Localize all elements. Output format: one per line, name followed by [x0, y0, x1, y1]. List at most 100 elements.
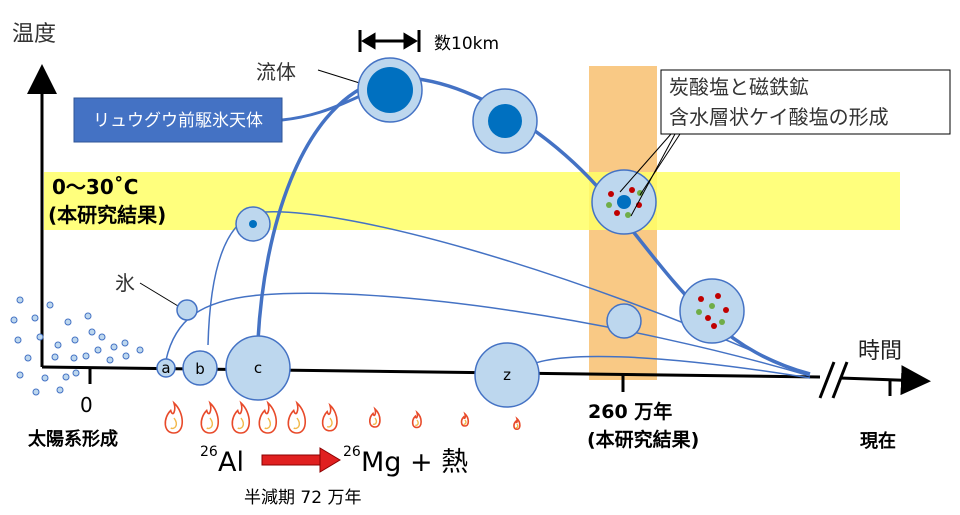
dust-particle [54, 341, 62, 349]
flame-icon [287, 400, 307, 434]
dust-particle [84, 312, 92, 320]
pointer-ice-line [139, 282, 179, 307]
body-b-heated [235, 206, 271, 242]
body-c: c [225, 335, 291, 401]
flame-inner-icon [515, 423, 519, 429]
dust-particle [41, 374, 49, 382]
final-body [679, 278, 745, 344]
flame-inner-icon [463, 419, 467, 425]
formation-box-line1: 炭酸塩と磁鉄鉱 [669, 75, 809, 99]
dust-particle [121, 339, 129, 347]
decay-arrow [261, 447, 341, 473]
x-tick-zero-caption: 太陽系形成 [28, 428, 118, 450]
parent-body-box [73, 97, 283, 143]
y-axis-label: 温度 [12, 22, 56, 47]
curve-b [207, 211, 811, 377]
flame-inner-icon [414, 419, 419, 426]
flame-icon [411, 409, 422, 429]
pointer-fluid [281, 94, 361, 122]
dust-particle [136, 346, 144, 354]
x-axis-label: 時間 [858, 339, 902, 364]
formation-pointers [619, 133, 681, 217]
dust-particle [16, 296, 24, 304]
dust-particle [31, 314, 39, 322]
pointer-fluid-line [317, 69, 367, 86]
x-axis-end [839, 365, 931, 396]
dust-particle [94, 346, 102, 354]
body-z: z [474, 342, 540, 408]
dust-particle [64, 318, 72, 326]
flame-icon [513, 416, 521, 431]
flame-icon [460, 411, 470, 427]
formation-box [660, 69, 951, 135]
flame-icon [321, 402, 338, 432]
dust-particle [71, 336, 79, 344]
dust-particles [10, 296, 144, 396]
axis-break-mark [818, 361, 836, 399]
scale-label: 数10km [434, 34, 499, 54]
body-z-label: z [503, 366, 511, 384]
dust-particle [62, 373, 70, 381]
dust-particle [32, 388, 40, 396]
flame-icon [369, 406, 381, 428]
dust-particle [122, 352, 130, 360]
dust-particle [72, 369, 80, 377]
dust-particle [82, 352, 90, 360]
flame-inner-icon [170, 417, 177, 430]
dust-particle [106, 356, 114, 364]
mg-heat: Mg + 熱 [361, 447, 468, 478]
flame-icon [258, 400, 278, 434]
fluid-body [357, 57, 423, 123]
temperature-band [44, 172, 900, 230]
axis-break-mark [831, 361, 849, 399]
x-tick-now-caption: 現在 [860, 430, 896, 452]
flame-inner-icon [326, 417, 333, 428]
x-tick-mid-caption: (本研究結果) [587, 428, 699, 451]
flame-icon [200, 400, 220, 434]
scale-bar [358, 30, 421, 52]
dust-particle [110, 343, 118, 351]
dust-particle [36, 333, 44, 341]
band-label-line2: (本研究結果) [48, 203, 166, 227]
flame-inner-icon [372, 417, 378, 425]
body-a-late [606, 303, 642, 339]
x-tick-zero-label: 0 [80, 393, 93, 417]
cooling-body [472, 88, 538, 154]
flame-icon [164, 400, 184, 434]
curve-z [529, 355, 811, 379]
flame-inner-icon [264, 417, 271, 430]
ice-label: 氷 [115, 271, 135, 295]
body-a: a [156, 358, 176, 378]
x-tick-mid-label: 260 万年 [588, 400, 672, 423]
al-symbol: Al [218, 447, 244, 478]
dust-particle [98, 333, 106, 341]
flame-icon [231, 400, 251, 434]
ice-body [176, 299, 198, 321]
formation-box-line2: 含水層状ケイ酸塩の形成 [669, 105, 889, 129]
body-b: b [182, 350, 218, 386]
mg-mass-number: 26 [343, 444, 361, 460]
dust-particle [70, 354, 78, 362]
dust-particle [24, 354, 32, 362]
body-b-label: b [195, 360, 205, 378]
heat-flames [164, 400, 521, 434]
mineral-forming-body [591, 169, 657, 235]
dust-particle [16, 371, 24, 379]
dust-particle [14, 336, 22, 344]
flame-inner-icon [237, 417, 244, 430]
flame-inner-icon [293, 417, 300, 430]
al-mass-number: 26 [200, 444, 218, 460]
half-life-label: 半減期 72 万年 [244, 488, 361, 508]
fluid-label: 流体 [256, 60, 296, 84]
body-c-label: c [254, 359, 262, 377]
dust-particle [46, 301, 54, 309]
body-a-label: a [161, 359, 170, 377]
dust-particle [10, 316, 18, 324]
dust-particle [56, 386, 64, 394]
flame-inner-icon [206, 417, 213, 430]
parent-body-label: リュウグウ前駆氷天体 [93, 111, 263, 131]
dust-particle [51, 353, 59, 361]
dust-particle [88, 328, 96, 336]
band-label-line1: 0〜30˚C [52, 175, 138, 199]
